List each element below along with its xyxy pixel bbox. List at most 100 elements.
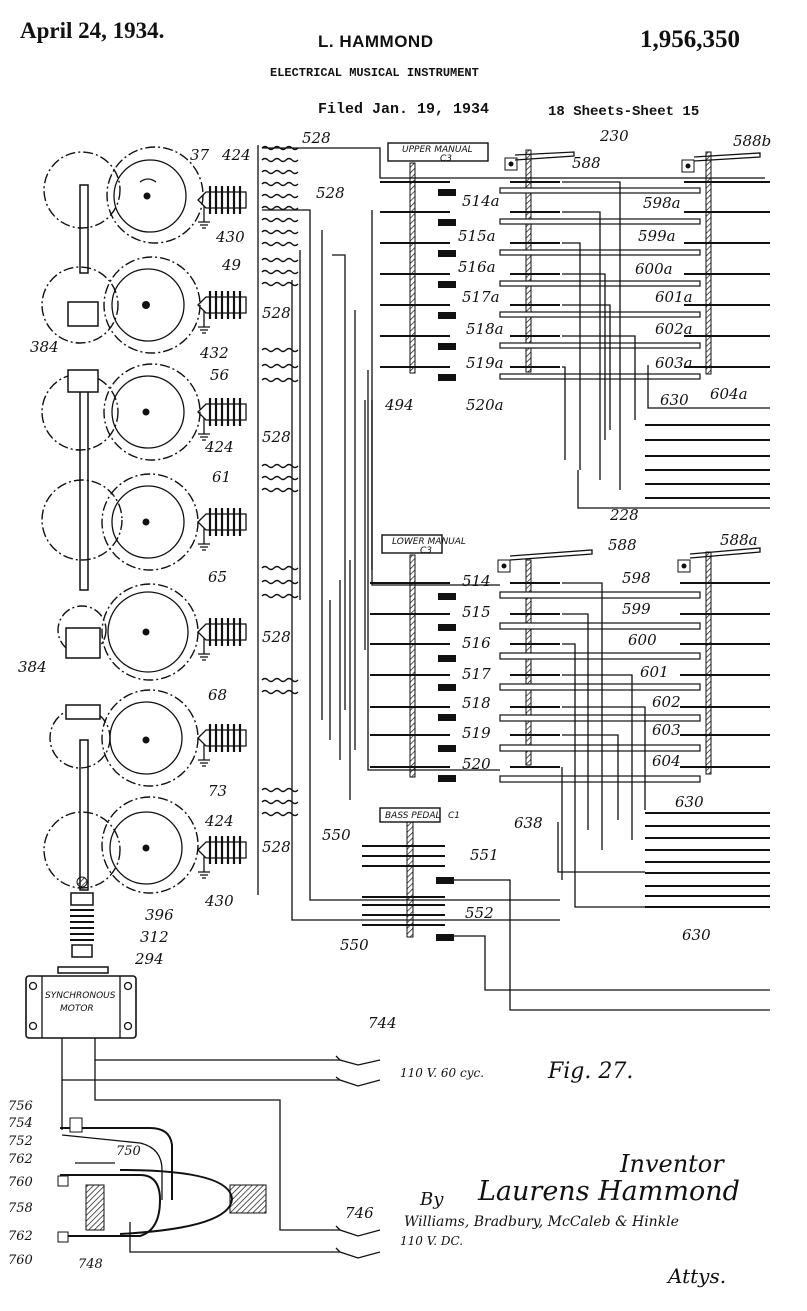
label-resistor-528-c: 528: [262, 304, 291, 322]
upper-manual: UPPER MANUAL C3: [380, 142, 770, 490]
label-contact-517a: 517a: [462, 288, 500, 306]
label-starter-760-top: 760: [8, 1175, 33, 1190]
label-output-630-lower: 630: [675, 793, 704, 811]
label-starter-756: 756: [8, 1099, 33, 1114]
label-gear-384-bottom: 384: [18, 658, 47, 676]
label-lever-588-lower: 588: [608, 536, 637, 554]
label-wheel-68: 68: [208, 686, 227, 704]
dc-supply-label: 110 V. DC.: [400, 1234, 463, 1248]
label-busbar-602: 602: [652, 693, 681, 711]
label-busbar-603a: 603a: [655, 354, 693, 372]
label-busbar-603: 603: [652, 721, 681, 739]
label-gear-384-top: 384: [30, 338, 59, 356]
label-resistor-528-f: 528: [262, 838, 291, 856]
label-pedal-552: 552: [465, 904, 494, 922]
sheet-count: 18 Sheets-Sheet 15: [548, 104, 700, 120]
label-coil-430-b: 430: [204, 892, 234, 910]
label-starter-762-top: 762: [8, 1152, 33, 1167]
label-resistor-528-a: 528: [302, 129, 331, 147]
synchronous-motor: [25, 975, 137, 1039]
label-pedal-550-bottom: 550: [340, 936, 369, 954]
label-busbar-599: 599: [622, 600, 651, 618]
label-wheel-61: 61: [212, 468, 231, 486]
figure-label: Fig. 27.: [547, 1059, 633, 1084]
attorneys-signature: Williams, Bradbury, McCaleb & Hinkle: [404, 1214, 679, 1230]
label-group-228: 228: [609, 506, 639, 524]
label-busbar-598: 598: [622, 569, 651, 587]
upper-manual-label: UPPER MANUAL: [402, 145, 473, 155]
label-busbar-604a: 604a: [710, 385, 748, 403]
patent-number: 1,956,350: [640, 26, 740, 53]
label-starter-752: 752: [8, 1134, 33, 1149]
upper-output-lines: [645, 424, 770, 499]
motor-label-1: SYNCHRONOUS: [45, 991, 116, 1001]
label-lever-588b: 588b: [733, 132, 771, 150]
tone-generator-assembly: SYNCHRONOUS MOTOR: [25, 146, 248, 1039]
label-wheel-56: 56: [210, 366, 230, 384]
label-magnet-424: 424: [221, 146, 251, 164]
reference-labels: 37 424 430 49 432 384 56 424 61 65 384 6…: [8, 127, 771, 1272]
inventor-header: L. HAMMOND: [318, 32, 434, 51]
label-magnet-424-b: 424: [204, 438, 234, 456]
label-wheel-49: 49: [221, 256, 242, 274]
label-group-230: 230: [599, 127, 629, 145]
lower-manual: LOWER MANUAL C3: [370, 534, 770, 880]
label-contact-519a: 519a: [466, 354, 504, 372]
label-starter-750: 750: [116, 1144, 141, 1159]
label-contact-514a: 514a: [462, 192, 500, 210]
dc-switch[interactable]: [335, 1225, 381, 1259]
patent-title: ELECTRICAL MUSICAL INSTRUMENT: [270, 66, 479, 80]
motor-label-2: MOTOR: [60, 1004, 94, 1014]
label-busbar-600a: 600a: [635, 260, 673, 278]
label-coil-432: 432: [199, 344, 229, 362]
label-resistor-528-d: 528: [262, 428, 291, 446]
ac-supply-label: 110 V. 60 cyc.: [400, 1066, 484, 1080]
label-busbar-600: 600: [628, 631, 657, 649]
label-lever-588a: 588a: [720, 531, 758, 549]
label-contact-518: 518: [462, 694, 491, 712]
label-pedal-551: 551: [470, 846, 499, 864]
by-label: By: [419, 1189, 444, 1210]
label-wheel-37: 37: [190, 146, 210, 164]
label-magnet-424-c: 424: [204, 812, 234, 830]
ac-switch[interactable]: [335, 1055, 381, 1087]
filed-date: Filed Jan. 19, 1934: [318, 101, 490, 118]
label-part-294: 294: [134, 950, 164, 968]
upper-manual-note: C3: [440, 154, 452, 164]
label-contact-517: 517: [462, 665, 491, 683]
label-lever-588-upper: 588: [572, 154, 601, 172]
label-wheel-73: 73: [208, 782, 227, 800]
label-contact-515a: 515a: [458, 227, 496, 245]
label-pedal-550-top: 550: [322, 826, 351, 844]
resistor-network: [257, 145, 299, 895]
patent-date: April 24, 1934.: [20, 18, 165, 43]
label-busbar-601a: 601a: [655, 288, 693, 306]
bass-pedal-label: BASS PEDAL: [385, 811, 441, 821]
label-busbar-601: 601: [640, 663, 669, 681]
label-busbar-602a: 602a: [655, 320, 693, 338]
wiring-bundle: [262, 147, 765, 921]
label-contact-515: 515: [462, 603, 491, 621]
inventor-signature: Laurens Hammond: [477, 1176, 740, 1207]
lower-manual-label: LOWER MANUAL: [392, 537, 466, 547]
label-part-312: 312: [140, 928, 169, 946]
lower-manual-note: C3: [420, 546, 432, 556]
label-starter-758: 758: [8, 1201, 33, 1216]
label-output-630-pedal: 630: [682, 926, 711, 944]
label-busbar-604: 604: [652, 752, 681, 770]
bass-pedal-note: C1: [448, 811, 460, 821]
label-starter-748: 748: [78, 1257, 103, 1272]
label-starter-760-bottom: 760: [8, 1253, 33, 1268]
label-part-396: 396: [145, 906, 174, 924]
label-resistor-528-b: 528: [316, 184, 345, 202]
label-busbar-598a: 598a: [643, 194, 681, 212]
label-busbar-599a: 599a: [638, 227, 676, 245]
label-coil-430: 430: [215, 228, 245, 246]
lower-output-lines: [645, 812, 770, 908]
label-contact-520: 520: [462, 755, 491, 773]
label-output-630-upper: 630: [660, 391, 689, 409]
label-starter-762-bottom: 762: [8, 1229, 33, 1244]
inventor-caption: Inventor: [619, 1150, 725, 1178]
label-resistor-528-e: 528: [262, 628, 291, 646]
label-bus-494: 494: [384, 396, 414, 414]
